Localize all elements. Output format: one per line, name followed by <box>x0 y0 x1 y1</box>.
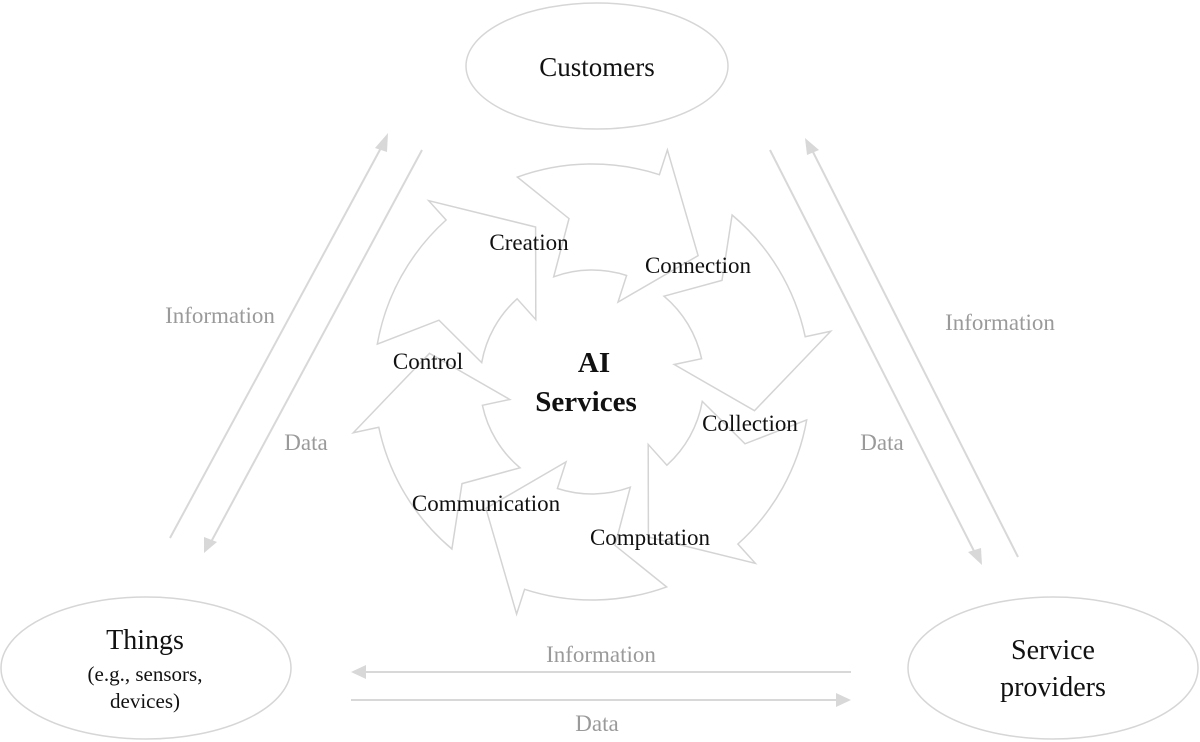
cycle-arrow-connection <box>515 147 699 304</box>
customers-node <box>465 2 729 130</box>
center-label-line2: Services <box>535 386 636 418</box>
service-providers-label-1: Service <box>1011 635 1095 666</box>
stage-label-control: Control <box>393 349 463 374</box>
cycle-arrow-creation <box>376 199 537 365</box>
ai-services-cycle <box>351 147 833 617</box>
things-label: Things <box>106 625 184 656</box>
cycle-arrow-control <box>351 352 522 551</box>
right-data-arrow <box>769 149 976 554</box>
cycle-arrow-computation <box>647 399 808 565</box>
service-providers-label-2: providers <box>1000 672 1106 703</box>
bottom-data-label: Data <box>575 711 618 736</box>
stage-label-creation: Creation <box>489 230 569 255</box>
left-data-label: Data <box>284 430 327 455</box>
left-data-arrowhead <box>204 537 217 553</box>
stage-label-connection: Connection <box>645 253 752 278</box>
right-information-label: Information <box>945 310 1055 335</box>
stage-label-collection: Collection <box>702 411 798 436</box>
right-information-arrowhead <box>805 138 819 155</box>
right-data-arrowhead <box>968 548 982 565</box>
bottom-data-arrowhead <box>836 693 851 707</box>
bottom-information-label: Information <box>546 642 656 667</box>
things-node <box>0 596 292 740</box>
things-sublabel-2: devices) <box>110 689 180 713</box>
stage-label-computation: Computation <box>590 525 711 550</box>
service-providers-node <box>907 596 1199 740</box>
right-data-label: Data <box>860 430 903 455</box>
left-data-arrow <box>210 149 423 543</box>
cycle-arrow-collection <box>662 213 833 412</box>
center-label-line1: AI <box>578 347 610 379</box>
cycle-arrow-communication <box>485 460 669 617</box>
things-sublabel-1: (e.g., sensors, <box>88 662 203 686</box>
customers-label: Customers <box>539 52 655 82</box>
bottom-information-arrowhead <box>351 665 366 679</box>
left-information-arrowhead <box>375 133 388 152</box>
left-information-arrow <box>169 145 383 539</box>
right-information-arrow <box>812 151 1019 558</box>
left-information-label: Information <box>165 303 275 328</box>
stage-label-communication: Communication <box>412 491 561 516</box>
